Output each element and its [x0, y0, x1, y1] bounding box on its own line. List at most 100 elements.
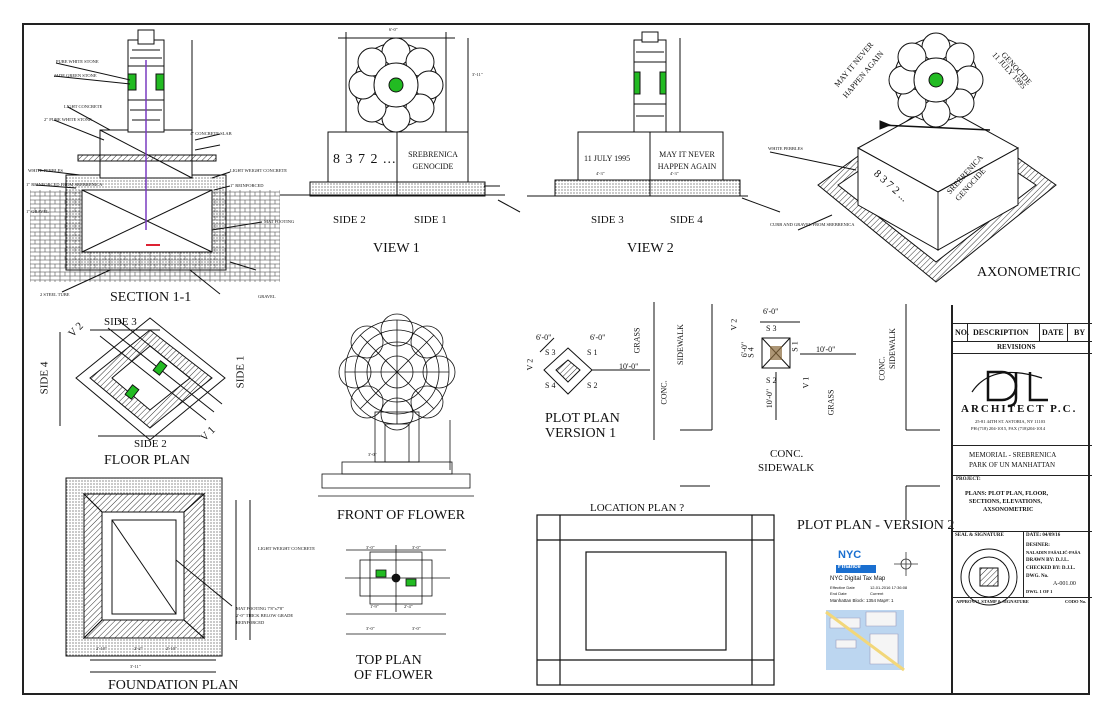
title-block-firm: ARCHITECT P.C. — [961, 403, 1078, 415]
title-block-designer: NALADIN FAŠALIĆ-PAŠA — [1026, 550, 1081, 555]
title-block-col-divider-1 — [967, 323, 968, 341]
view-2-dim-2: 4'-3" — [670, 171, 679, 176]
plot-v1-sidewalk: SIDEWALK — [675, 324, 685, 365]
title-block-info-divider — [1023, 531, 1024, 597]
foundation-dim-2: 2'-2" — [134, 646, 143, 651]
plot-v2-dim-10a: 10'-0" — [816, 345, 836, 354]
title-block-dwg-number: A-001.00 — [1053, 581, 1076, 587]
plot-v1-s4: S 4 — [545, 381, 556, 390]
title-block-dwg-of: DWG. 1 OF 1 — [1026, 589, 1053, 594]
front-of-flower-title: FRONT OF FLOWER — [337, 508, 466, 523]
section-1-1-drawing — [30, 29, 280, 295]
section-note-7: 1" GRAVEL — [26, 209, 49, 214]
floor-plan-side-3: SIDE 3 — [104, 316, 137, 328]
title-block-project-2: PARK OF UN MANHATTAN — [969, 461, 1056, 469]
title-block-revisions: REVISIONS — [997, 343, 1036, 351]
tax-map-block: Manhattan Block: 1354 Map#: 1 — [830, 598, 894, 603]
plot-v1-grass: GRASS — [632, 327, 642, 354]
section-note-8: MAT FOOTING — [264, 219, 295, 224]
floor-plan-side-4: SIDE 4 — [38, 361, 51, 395]
plot-v1-v2: V 2 — [525, 358, 535, 371]
tax-map-brand-top: NYC — [838, 549, 862, 561]
plot-v2-s1: S 1 — [790, 341, 800, 352]
foundation-plan-title: FOUNDATION PLAN — [108, 678, 239, 693]
section-note-3: LIGHT CONCRETE — [64, 104, 103, 109]
section-note-10: 4" CONCRETE SLAB — [190, 131, 232, 136]
view-2-elevation — [527, 31, 781, 213]
title-block-col-no: NO. — [955, 328, 969, 337]
plot-v2-grass: GRASS — [826, 389, 836, 416]
floor-plan-side-1: SIDE 1 — [234, 355, 247, 389]
title-block-info-row — [953, 531, 1092, 597]
view-1-width-dim: 6'-0" — [389, 27, 398, 32]
plot-v2-v2: V 2 — [729, 318, 739, 331]
tax-map-brand-bottom: Finance — [838, 564, 861, 570]
firm-logo — [971, 370, 1048, 408]
section-note-2: JADE GREEN STONE — [54, 73, 97, 78]
foundation-note-2: 2'-0" THICK BELOW GRADE — [236, 613, 294, 618]
front-flower-dim: 3'-0" — [368, 452, 377, 457]
view-2-side-4-label: SIDE 4 — [670, 214, 703, 226]
plot-plan-v1-title-1: PLOT PLAN — [545, 411, 620, 426]
plot-v2-s3: S 3 — [766, 324, 777, 333]
tax-map-effective-value: 12-01-2016 17:36:08 — [870, 585, 908, 590]
axonometric-view — [769, 32, 1057, 283]
title-block-seal: SEAL & SIGNATURE — [955, 533, 1004, 538]
top-plan-title-1: TOP PLAN — [356, 653, 422, 668]
tax-map-end-value: Current — [870, 591, 884, 596]
title-block-plans-1: PLANS: PLOT PLAN, FLOOR, — [965, 491, 1049, 497]
title-block-plans-row — [953, 475, 1092, 531]
plot-v1-s3: S 3 — [545, 348, 556, 357]
title-block-address-1: 25-81 44TH ST. ASTORIA, NY 11103 — [975, 419, 1046, 424]
axonometric-title: AXONOMETRIC — [977, 265, 1081, 280]
plot-plan-v1-drawing — [539, 302, 655, 440]
location-plan-drawing — [536, 514, 775, 686]
title-block-project-row — [953, 445, 1092, 475]
monument-never-1: MAY IT NEVER — [659, 150, 715, 159]
plot-v1-conc: CONC. — [659, 380, 669, 405]
monument-genocide-1: SREBRENICA — [408, 150, 458, 159]
location-plan-title: LOCATION PLAN ? — [590, 502, 685, 514]
monument-never-2: HAPPEN AGAIN — [657, 162, 717, 171]
tax-map-end-label: End Date — [830, 591, 847, 596]
title-block-col-by: BY — [1074, 328, 1086, 337]
section-note-1: PURE WHITE STONE — [56, 59, 99, 64]
view-1-height-dim: 3'-11" — [472, 72, 483, 77]
plot-plan-v2-title: PLOT PLAN - VERSION 2 — [797, 518, 955, 533]
title-block-drawn-by: DRAWN BY: D.J.L. — [1026, 558, 1069, 563]
monument-numbers: 8 3 7 2 ... — [333, 152, 397, 167]
foundation-note-1: MAT FOOTING 7'8"x7'8" — [236, 606, 284, 611]
axon-note: WHITE PEBBLES — [768, 146, 803, 151]
title-block-revisions-row — [953, 341, 1092, 353]
plot-plan-v2-drawing — [680, 304, 940, 520]
foundation-note-3: REINFORCED — [236, 620, 265, 625]
title-block-project-1: MEMORIAL - SREBRENICA — [969, 451, 1057, 459]
section-note-4: 2" PURE WHITE STONE — [44, 117, 92, 122]
floor-plan-side-2: SIDE 2 — [134, 438, 167, 450]
plot-v2-conc: CONC. — [877, 356, 887, 381]
plot-v1-dim-10: 10'-0" — [619, 362, 639, 371]
tax-map-title: NYC Digital Tax Map — [830, 576, 886, 582]
plot-v1-dim-6a: 6'-0" — [536, 333, 552, 342]
section-note-12: 1" REINFORCED — [230, 183, 264, 188]
foundation-note-lwc: LIGHT WEIGHT CONCRETE — [258, 546, 315, 551]
foundation-dim-4: 3'-11" — [130, 664, 141, 669]
plot-v1-s1: S 1 — [587, 348, 598, 357]
title-block-date: DATE: 04/09/16 — [1026, 533, 1061, 538]
title-block-plans-2: SECTIONS, ELEVATIONS, — [969, 499, 1042, 505]
section-note-6: 1" REINFORCED FROM SREBRENICA — [26, 182, 103, 187]
title-block-dwg-label: DWG. No. — [1026, 574, 1049, 579]
title-block-designer-label: DESINER: — [1026, 543, 1050, 548]
tax-map-graphic — [825, 550, 918, 672]
drawing-sheet-border — [22, 23, 1090, 695]
plot-v2-dim-10b: 10'-0" — [765, 388, 775, 409]
plot-v2-sidewalk-bottom: SIDEWALK — [758, 462, 815, 474]
title-block: NO. DESCRIPTION DATE BY REVISIONS ARCHIT… — [951, 305, 1092, 695]
view-1-side-2-label: SIDE 2 — [333, 214, 366, 226]
plot-v2-s2: S 2 — [766, 376, 777, 385]
plot-v1-dim-6b: 6'-0" — [590, 333, 606, 342]
section-note-11: LIGHT WEIGHT CONCRETE — [230, 168, 287, 173]
plot-v2-dim-6a: 6'-0" — [763, 307, 779, 316]
top-plan-of-flower-drawing — [345, 545, 450, 635]
